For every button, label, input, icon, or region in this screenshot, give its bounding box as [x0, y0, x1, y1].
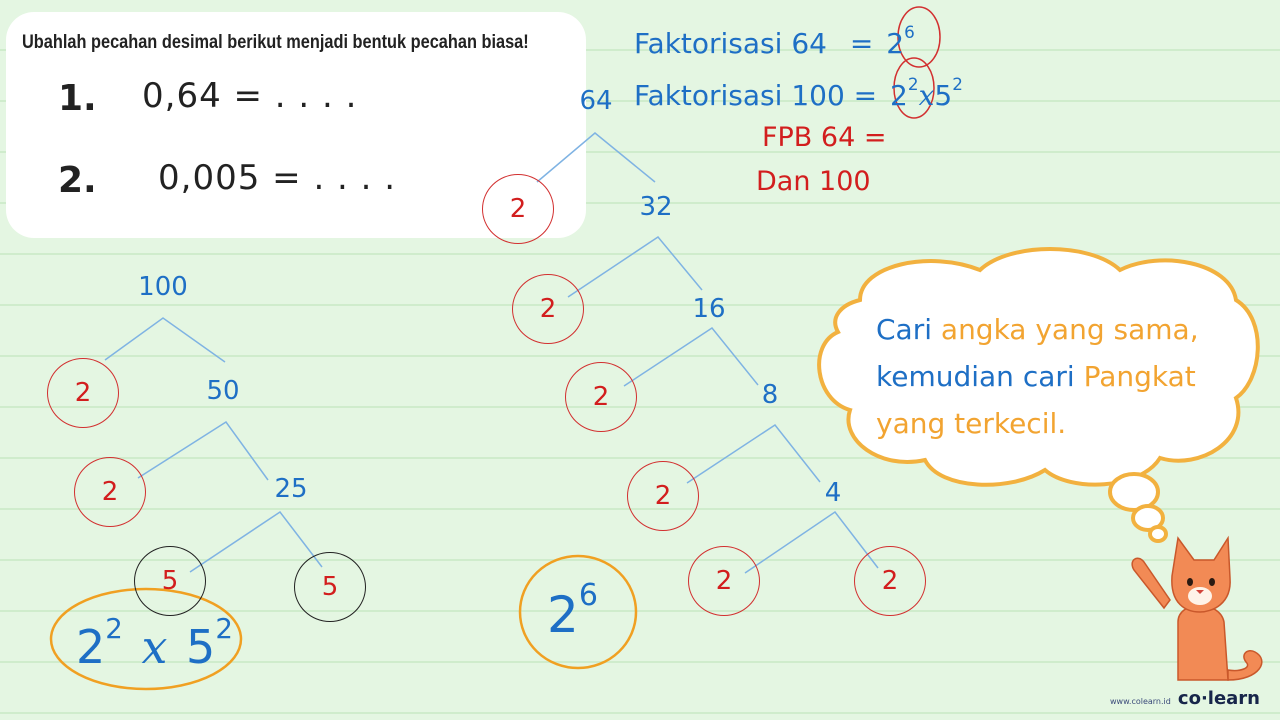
brand-logo: co·learn [1177, 688, 1260, 709]
tree64-node-4: 4 [824, 478, 842, 508]
tree100-prime-4: 5 [294, 552, 366, 622]
tree64-prime-6: 2 [854, 546, 926, 616]
instruction-text: Ubahlah pecahan desimal berikut menjadi … [22, 32, 529, 53]
tree100-prime-3: 5 [134, 546, 206, 616]
tree100-node-50: 50 [206, 376, 240, 406]
faktorisasi-64-base: 2 [886, 27, 905, 61]
faktorisasi-64-equals: = [849, 27, 874, 61]
tree64-prime-3: 2 [565, 362, 637, 432]
tree100-result-times: x [141, 619, 168, 674]
tree100-prime-2: 2 [74, 457, 146, 527]
tree64-node-8: 8 [761, 380, 779, 410]
tree64-node-32: 32 [639, 192, 673, 222]
faktorisasi-64-exponent: 6 [904, 22, 915, 42]
tree100-result-exp2: 2 [215, 612, 233, 645]
question-expression-2: 0,005 = . . . . [158, 158, 397, 198]
bubble-word-1: Cari [876, 313, 932, 346]
tree64-prime-5: 2 [688, 546, 760, 616]
tree64-result: 26 [547, 578, 598, 644]
tree64-result-base: 2 [547, 586, 579, 644]
faktorisasi-100-exp2: 2 [952, 74, 963, 94]
faktorisasi-100-base1: 2 [890, 79, 908, 113]
tree64-prime-1: 2 [482, 174, 554, 244]
faktorisasi-100-exp1: 2 [907, 74, 919, 94]
tree100-result-exp1: 2 [105, 612, 123, 645]
bubble-word-2: angka yang sama, [940, 313, 1199, 346]
tree64-result-exp: 6 [578, 578, 598, 613]
tree64-prime-2: 2 [512, 274, 584, 344]
bubble-word-3: kemudian cari [876, 360, 1075, 393]
faktorisasi-100-times: x [918, 79, 935, 113]
bubble-message: Cari angka yang sama, kemudian cari Pang… [876, 306, 1246, 447]
fpb-line-2: Dan 100 [756, 166, 871, 197]
tree100-prime-1: 2 [47, 358, 119, 428]
question-number-2: 2. [58, 160, 97, 201]
question-number-1: 1. [58, 78, 97, 119]
faktorisasi-100-text: Faktorisasi 100 = [634, 79, 878, 113]
tree64-node-16: 16 [692, 294, 726, 324]
faktorisasi-100-label: Faktorisasi 100 = 22x52 [634, 74, 963, 112]
tree100-result-base2: 5 [186, 619, 216, 674]
bubble-word-4: Pangkat [1083, 360, 1196, 393]
faktorisasi-64-label: Faktorisasi 64 = 26 [634, 22, 915, 60]
tree64-prime-4: 2 [627, 461, 699, 531]
tree100-node-100: 100 [138, 272, 188, 302]
fpb-line-1: FPB 64 = [762, 122, 887, 153]
cat-mascot [1131, 535, 1263, 681]
faktorisasi-100-base2: 5 [934, 79, 953, 113]
faktorisasi-64-text: Faktorisasi 64 [634, 27, 827, 61]
tree64-node-64: 64 [579, 86, 613, 116]
tree100-result: 22 x 52 [76, 612, 233, 674]
brand-url: www.colearn.id [1110, 697, 1171, 706]
bubble-word-5: yang terkecil. [876, 407, 1067, 440]
question-expression-1: 0,64 = . . . . [142, 76, 358, 116]
tree100-node-25: 25 [274, 474, 308, 504]
tree100-result-base1: 2 [76, 619, 106, 674]
